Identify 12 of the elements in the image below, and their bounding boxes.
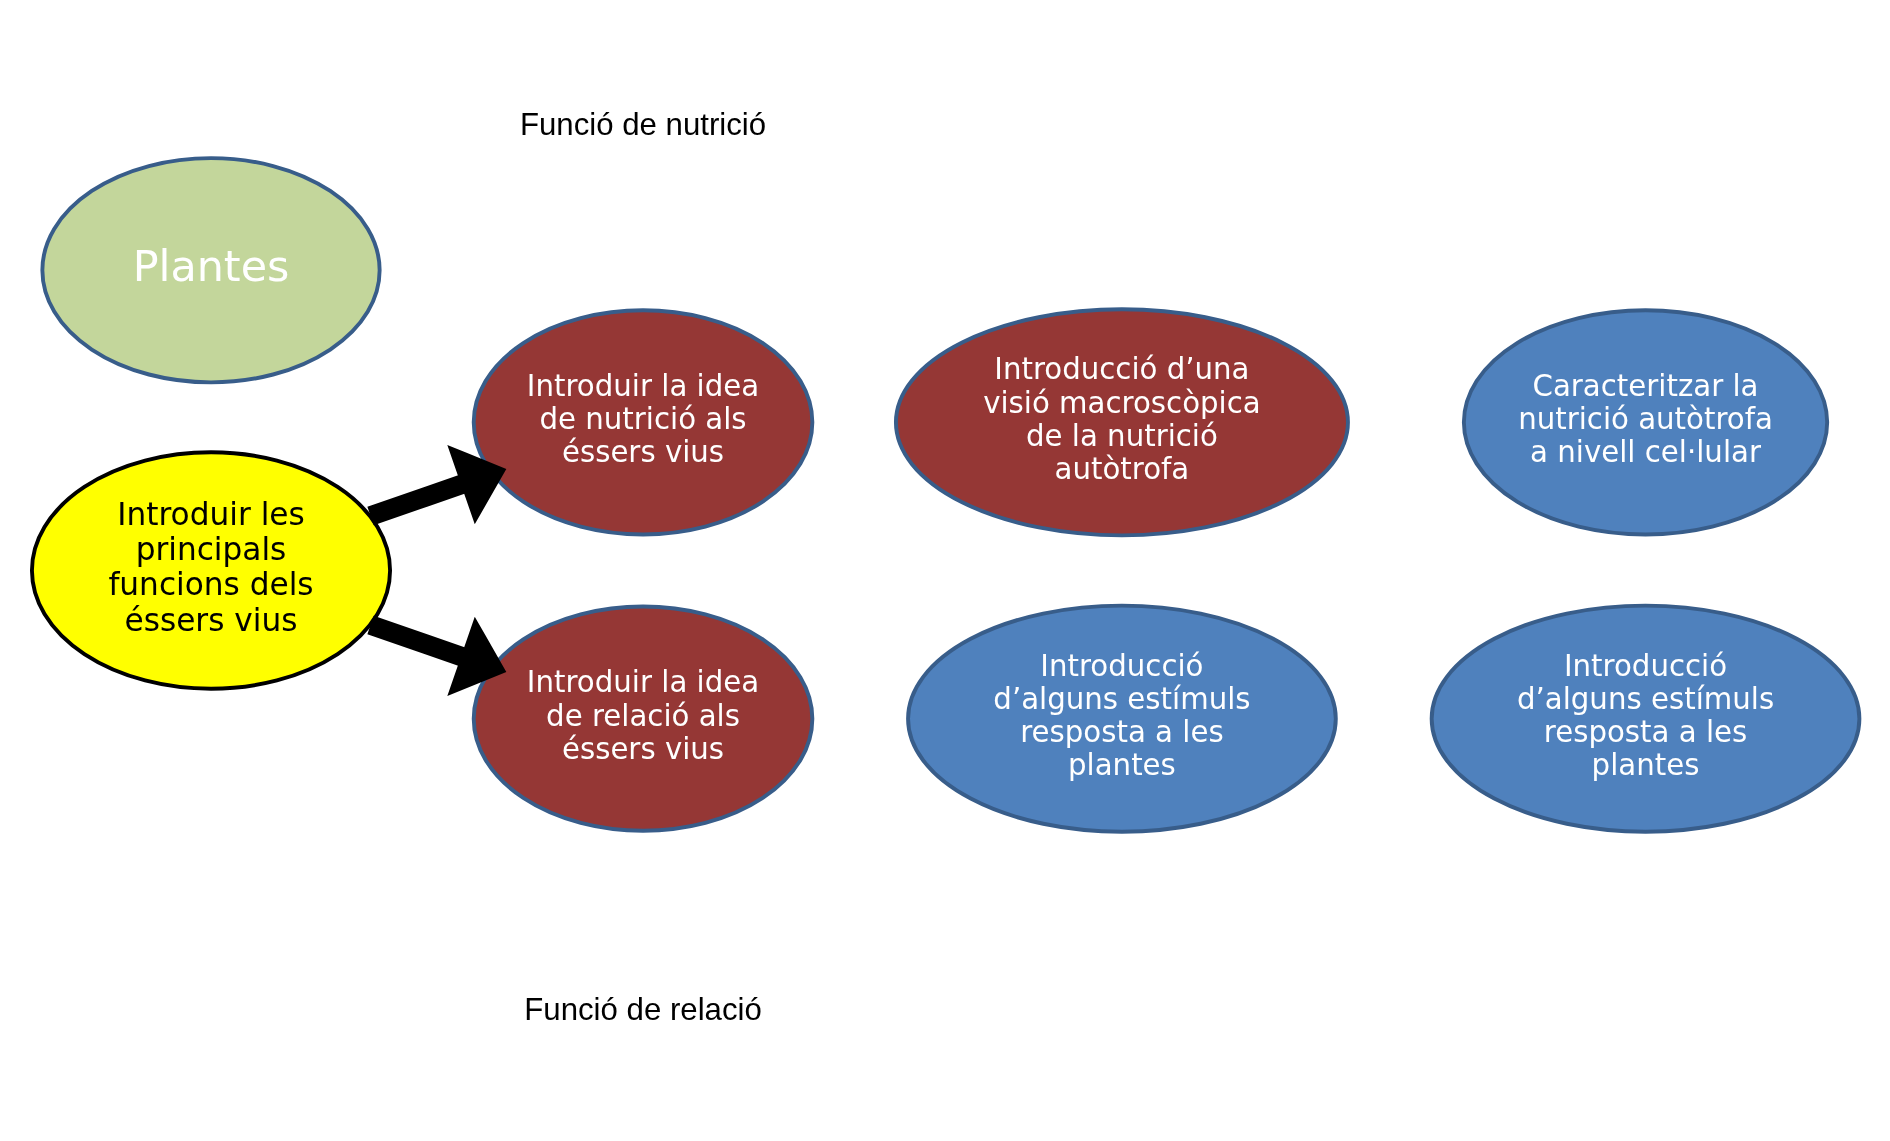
node-ellipse: Introducció d’una visió macroscòpica de la nutrició autòtrofa xyxy=(893,307,1350,538)
node-ellipse: Introduir la idea de relació als éssers vius xyxy=(471,604,814,833)
node-ellipse: Introducció d’alguns estímuls resposta a les plantes xyxy=(1429,603,1861,834)
label: Funció de nutrició xyxy=(519,107,766,143)
node-ellipse: Caracteritzar la nutrició autòtrofa a nivell cel·lular xyxy=(1461,308,1829,537)
arrow xyxy=(366,615,506,697)
node-ellipse: Introduir la idea de nutrició als éssers vius xyxy=(471,308,814,537)
arrow xyxy=(366,444,506,526)
node-ellipse: Introduir les principals funcions dels éssers vius xyxy=(29,450,392,691)
label: Funció de relació xyxy=(523,992,762,1028)
node-ellipse: Introducció d’alguns estímuls resposta a les plantes xyxy=(905,603,1338,834)
node-ellipse: Plantes xyxy=(39,156,382,385)
